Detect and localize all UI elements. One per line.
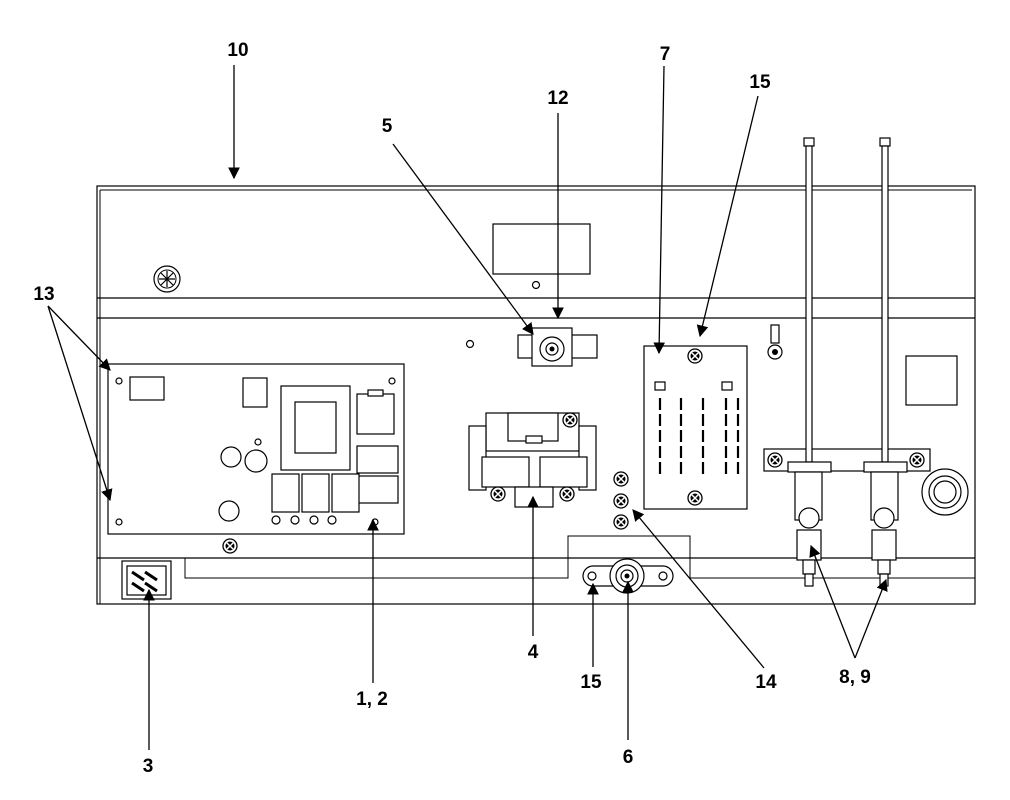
sight-glass: [921, 468, 969, 516]
hole: [465, 339, 475, 349]
relay-screw: [559, 486, 575, 502]
callout-10: 10: [227, 40, 248, 61]
fan-vent: [153, 265, 181, 293]
hole: [531, 280, 541, 290]
bracket-screw: [767, 452, 783, 468]
callout-6: 6: [623, 747, 634, 768]
relay-4: [468, 412, 597, 508]
callout-1-2: 1, 2: [356, 689, 388, 710]
callout-13: 13: [33, 284, 54, 305]
leader-lines: [47, 65, 888, 750]
label-plate-top: [492, 223, 591, 275]
bracket-screw: [909, 452, 925, 468]
terminal-screw: [687, 348, 703, 364]
relay-screw: [562, 412, 578, 428]
sensor-5: [517, 327, 598, 367]
mounting-screw: [613, 493, 629, 509]
mounting-screw: [613, 514, 629, 530]
electrodes-8-9: [763, 137, 931, 587]
mounting-screw: [613, 471, 629, 487]
connector-3: [121, 560, 172, 600]
callout-7: 7: [660, 44, 671, 65]
callout-8-9: 8, 9: [839, 667, 871, 688]
callout-5: 5: [382, 116, 393, 137]
callout-12: 12: [547, 88, 568, 109]
igniter-6: [582, 558, 674, 594]
callout-14: 14: [755, 672, 777, 693]
ground-lug: [767, 324, 783, 360]
callout-15-bottom: 15: [580, 672, 602, 693]
terminal-screw: [687, 490, 703, 506]
relay-screw: [490, 486, 506, 502]
terminal-block-7: [643, 345, 748, 510]
board-screw: [222, 538, 238, 554]
callout-3: 3: [143, 756, 154, 777]
control-board: [107, 363, 405, 535]
label-plate-right: [905, 355, 958, 406]
callout-4: 4: [528, 642, 539, 663]
callout-15-top: 15: [749, 72, 771, 93]
